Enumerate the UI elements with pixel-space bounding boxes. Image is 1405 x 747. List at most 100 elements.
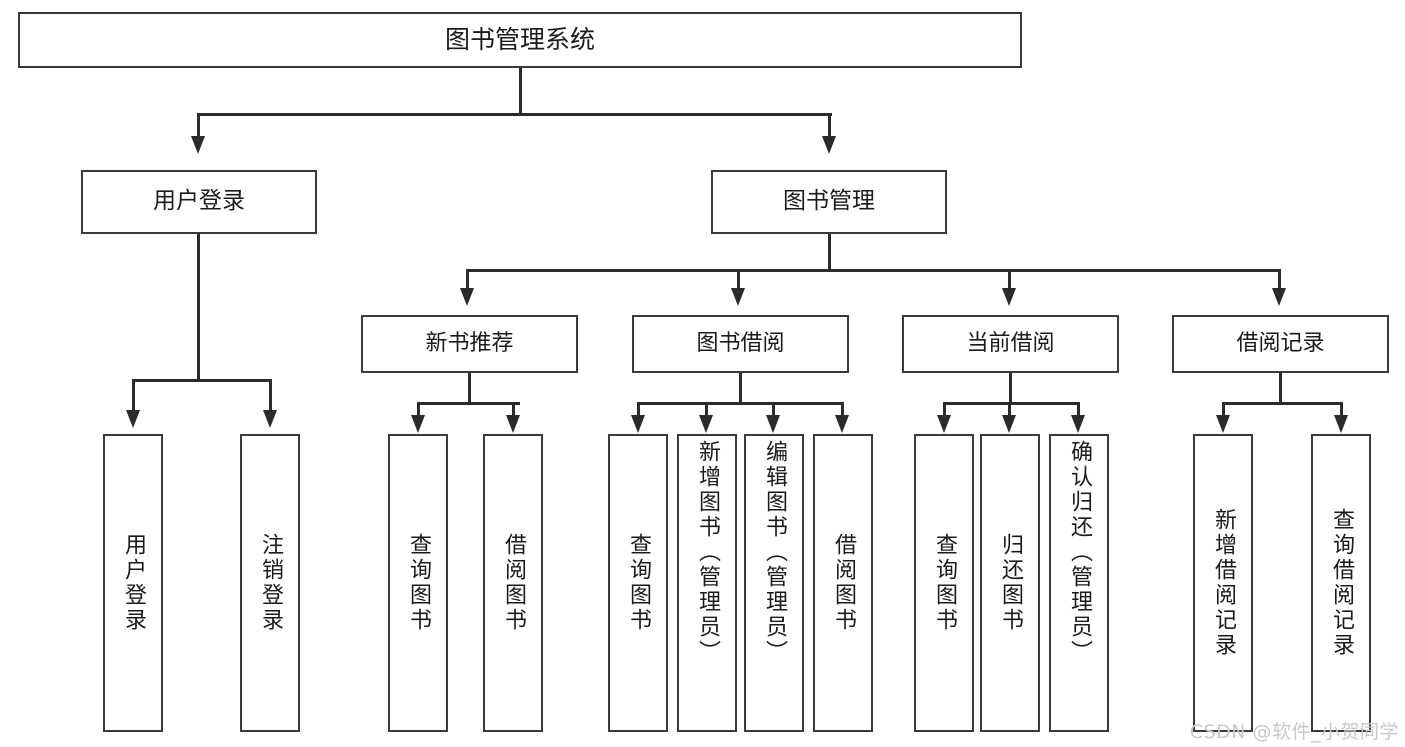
node-label: 当前借阅 — [966, 331, 1055, 357]
arrowhead-br-add-record — [1216, 415, 1230, 433]
connector-br-drop-2 — [1340, 402, 1343, 417]
leaf-label: 借阅图书 — [501, 533, 526, 633]
connector-user-login-stem — [197, 234, 200, 380]
leaf-bb-query-book[interactable]: 查询图书 — [608, 434, 668, 732]
connector-br-stem — [1279, 373, 1282, 403]
node-label: 借阅记录 — [1236, 331, 1325, 357]
leaf-text-wrap: 查询借阅记录 — [1329, 436, 1354, 730]
arrowhead-borrow-records — [1272, 288, 1286, 306]
leaf-cb-return-book[interactable]: 归还图书 — [980, 434, 1040, 732]
connector-bb-drop-4 — [841, 402, 844, 417]
connector-bm-to-current-borrow — [1008, 269, 1011, 290]
leaf-text-wrap: 确认归还（管理员） — [1067, 436, 1092, 734]
arrowhead-leaf-user-login — [126, 410, 140, 428]
leaf-nbr-borrow-book[interactable]: 借阅图书 — [483, 434, 543, 732]
connector-bm-to-new-book — [466, 269, 469, 290]
arrowhead-current-borrow — [1002, 288, 1016, 306]
connector-root-bus — [198, 113, 832, 116]
connector-root-to-book-management — [828, 113, 831, 138]
leaf-text-wrap: 新增借阅记录 — [1211, 436, 1236, 730]
node-label: 图书借阅 — [696, 331, 785, 357]
connector-bm-to-borrow-records — [1278, 269, 1281, 290]
leaf-text-wrap: 查询图书 — [406, 436, 431, 730]
leaf-label: 新增借阅记录 — [1211, 508, 1236, 658]
node-current-borrow[interactable]: 当前借阅 — [902, 315, 1119, 373]
arrowhead-user-login — [191, 136, 205, 154]
connector-user-login-bus — [133, 379, 271, 382]
leaf-text-wrap: 查询图书 — [932, 436, 957, 730]
leaf-text-wrap: 新增图书（管理员） — [695, 436, 720, 734]
connector-nbr-stem — [468, 373, 471, 403]
leaf-label: 新增图书（管理员） — [695, 440, 720, 665]
node-user-login[interactable]: 用户登录 — [81, 170, 317, 234]
leaf-text-wrap: 注销登录 — [258, 436, 283, 730]
connector-nbr-drop-1 — [417, 402, 420, 417]
arrowhead-br-query-record — [1334, 415, 1348, 433]
connector-bb-drop-3 — [772, 402, 775, 417]
arrowhead-bb-edit-book — [766, 415, 780, 433]
connector-cb-bus — [943, 402, 1080, 405]
leaf-label: 归还图书 — [998, 533, 1023, 633]
leaf-label: 确认归还（管理员） — [1067, 440, 1092, 665]
arrowhead-cb-return-book — [1002, 415, 1016, 433]
connector-cb-drop-2 — [1008, 402, 1011, 417]
leaf-label: 用户登录 — [121, 533, 146, 633]
leaf-nbr-query-book[interactable]: 查询图书 — [388, 434, 448, 732]
connector-bb-stem — [739, 373, 742, 403]
leaf-logout[interactable]: 注销登录 — [240, 434, 300, 732]
node-borrow-records[interactable]: 借阅记录 — [1172, 315, 1389, 373]
leaf-text-wrap: 借阅图书 — [831, 436, 856, 730]
leaf-bb-borrow-book[interactable]: 借阅图书 — [813, 434, 873, 732]
node-label: 用户登录 — [153, 188, 245, 215]
arrowhead-bb-query-book — [631, 415, 645, 433]
leaf-text-wrap: 编辑图书（管理员） — [762, 436, 787, 734]
node-label: 图书管理 — [783, 188, 875, 215]
arrowhead-bb-add-book — [699, 415, 713, 433]
arrowhead-leaf-logout — [263, 410, 277, 428]
node-book-management[interactable]: 图书管理 — [711, 170, 947, 234]
node-root-book-management-system[interactable]: 图书管理系统 — [18, 12, 1022, 68]
connector-br-drop-1 — [1222, 402, 1225, 417]
arrowhead-new-book-recommend — [460, 288, 474, 306]
leaf-text-wrap: 用户登录 — [121, 436, 146, 730]
arrowhead-cb-confirm-return — [1071, 415, 1085, 433]
leaf-label: 查询图书 — [932, 533, 957, 633]
connector-root-to-user-login — [197, 113, 200, 138]
leaf-label: 编辑图书（管理员） — [762, 440, 787, 665]
connector-user-login-drop-1 — [132, 379, 135, 412]
leaf-label: 查询借阅记录 — [1329, 508, 1354, 658]
leaf-br-add-record[interactable]: 新增借阅记录 — [1193, 434, 1253, 732]
connector-book-management-stem — [828, 234, 831, 270]
leaf-user-login[interactable]: 用户登录 — [103, 434, 163, 732]
arrowhead-bb-borrow-book — [835, 415, 849, 433]
leaf-label: 查询图书 — [406, 533, 431, 633]
leaf-cb-query-book[interactable]: 查询图书 — [914, 434, 974, 732]
arrowhead-nbr-query-book — [411, 415, 425, 433]
connector-nbr-drop-2 — [512, 402, 515, 417]
leaf-br-query-record[interactable]: 查询借阅记录 — [1311, 434, 1371, 732]
leaf-bb-add-book[interactable]: 新增图书（管理员） — [677, 434, 737, 732]
connector-user-login-drop-2 — [269, 379, 272, 412]
leaf-cb-confirm-return[interactable]: 确认归还（管理员） — [1049, 434, 1109, 732]
arrowhead-book-borrow — [731, 288, 745, 306]
connector-bb-drop-1 — [637, 402, 640, 417]
arrowhead-nbr-borrow-book — [506, 415, 520, 433]
leaf-label: 借阅图书 — [831, 533, 856, 633]
connector-nbr-bus — [417, 402, 520, 405]
leaf-label: 查询图书 — [626, 533, 651, 633]
connector-cb-drop-3 — [1077, 402, 1080, 417]
watermark: CSDN @软件_小贺同学 — [1189, 721, 1399, 743]
arrowhead-book-management — [822, 136, 836, 154]
connector-bb-bus — [637, 402, 844, 405]
leaf-bb-edit-book[interactable]: 编辑图书（管理员） — [744, 434, 804, 732]
node-new-book-recommend[interactable]: 新书推荐 — [361, 315, 578, 373]
node-book-borrow[interactable]: 图书借阅 — [632, 315, 849, 373]
leaf-label: 注销登录 — [258, 533, 283, 633]
leaf-text-wrap: 查询图书 — [626, 436, 651, 730]
node-label: 新书推荐 — [425, 331, 514, 357]
connector-cb-stem — [1009, 373, 1012, 403]
node-label: 图书管理系统 — [444, 25, 595, 55]
leaf-text-wrap: 归还图书 — [998, 436, 1023, 730]
connector-bm-to-book-borrow — [737, 269, 740, 290]
